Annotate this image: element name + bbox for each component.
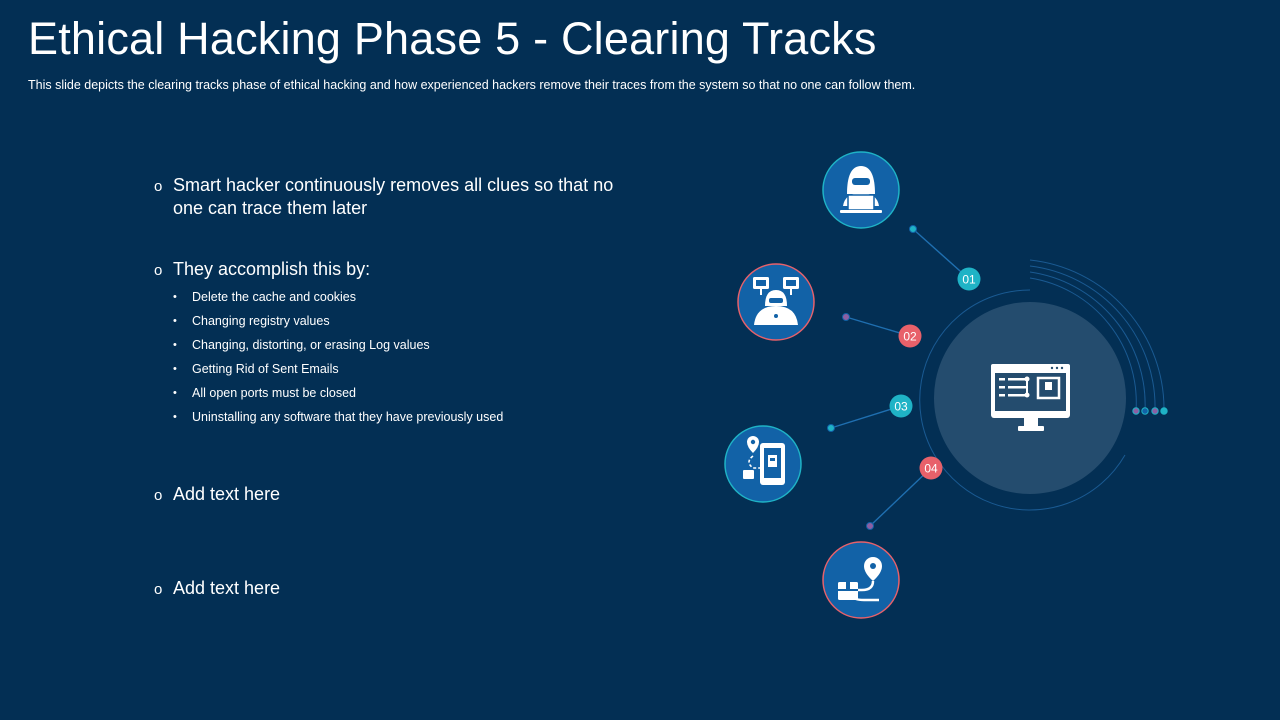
- connector-dot: [866, 522, 874, 530]
- list-item: • Changing registry values: [173, 309, 503, 333]
- arc-4: [1029, 259, 1165, 412]
- list-item: • Changing, distorting, or erasing Log va…: [173, 333, 503, 357]
- list-item-text: Uninstalling any software that they have…: [192, 410, 504, 424]
- arc-end-dots: [1132, 407, 1168, 415]
- point-text: They accomplish this by:: [173, 259, 371, 279]
- arc-dot: [1141, 407, 1149, 415]
- point-marker: o: [154, 581, 163, 598]
- bullet-mark: •: [173, 387, 177, 399]
- connector-dot: [842, 313, 850, 321]
- bullet-mark: •: [173, 339, 177, 351]
- list-item: • Getting Rid of Sent Emails: [173, 357, 503, 381]
- page-title: Ethical Hacking Phase 5 - Clearing Track…: [28, 13, 877, 64]
- point-text: Smart hacker continuously removes all cl…: [173, 175, 614, 218]
- step-badge-01: [957, 267, 981, 291]
- arc-dot: [1160, 407, 1168, 415]
- connector-line-3: [830, 405, 902, 429]
- arc-dot: [1132, 407, 1140, 415]
- connector-dot: [909, 225, 917, 233]
- point-marker: o: [154, 262, 163, 279]
- point-item-2: o They accomplish this by:: [154, 258, 644, 283]
- connector-line-4: [869, 467, 932, 527]
- list-item: • Delete the cache and cookies: [173, 285, 503, 309]
- bullet-mark: •: [173, 291, 177, 303]
- list-item-text: Delete the cache and cookies: [192, 290, 356, 304]
- step-badge-03: [889, 394, 913, 418]
- connector-line-1: [912, 228, 970, 280]
- page-subtitle: This slide depicts the clearing tracks p…: [28, 78, 916, 92]
- arc-inner: [919, 289, 1126, 511]
- hacker-monitors-icon: [753, 277, 799, 325]
- point-item-3: o Add text here: [154, 483, 644, 508]
- list-item-text: Getting Rid of Sent Emails: [192, 362, 339, 376]
- connector-dot: [827, 424, 835, 432]
- bullet-mark: •: [173, 363, 177, 375]
- point-marker: o: [154, 178, 163, 195]
- list-item-text: Changing, distorting, or erasing Log val…: [192, 338, 430, 352]
- step-badge-02: [898, 324, 922, 348]
- arc-1: [1029, 277, 1137, 412]
- step-badge-04: [919, 456, 943, 480]
- subitem-list: • Delete the cache and cookies • Changing …: [173, 285, 503, 429]
- mobile-location-icon: [743, 436, 785, 485]
- list-item: • All open ports must be closed: [173, 381, 503, 405]
- icon-circle-4: [822, 541, 900, 619]
- step-badge-label: 02: [903, 330, 917, 344]
- arc-2: [1029, 271, 1146, 412]
- list-item-text: Changing registry values: [192, 314, 330, 328]
- point-item-4: o Add text here: [154, 577, 644, 602]
- bullet-mark: •: [173, 315, 177, 327]
- arc-3: [1029, 265, 1156, 412]
- arc-dot: [1151, 407, 1159, 415]
- package-route-icon: [838, 557, 882, 602]
- list-item: • Uninstalling any software that they hav…: [173, 405, 503, 429]
- step-badge-label: 01: [962, 273, 976, 287]
- step-badge-label: 04: [924, 462, 938, 476]
- point-text: Add text here: [173, 578, 281, 598]
- bullet-mark: •: [173, 411, 177, 423]
- computer-dashboard-icon: [991, 364, 1070, 431]
- point-marker: o: [154, 487, 163, 504]
- concentric-arcs: [919, 259, 1165, 511]
- list-item-text: All open ports must be closed: [192, 386, 356, 400]
- step-badge-label: 03: [894, 400, 908, 414]
- hooded-hacker-laptop-icon: [840, 166, 882, 213]
- point-text: Add text here: [173, 484, 281, 504]
- connector-dots: [827, 225, 917, 530]
- point-item-1: o Smart hacker continuously removes all …: [154, 174, 644, 220]
